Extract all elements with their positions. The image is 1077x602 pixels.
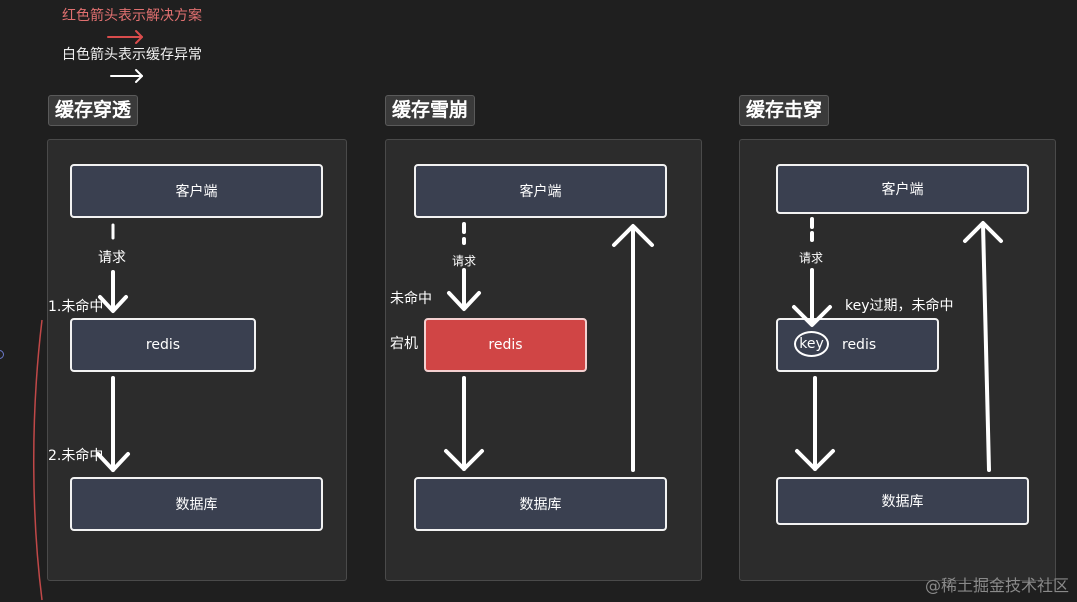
penetration-request-label: 请求 [98,250,126,266]
avalanche-database-label: 数据库 [519,497,562,513]
breakdown-database-label: 数据库 [881,494,924,510]
red-annotation-curve [32,319,43,601]
penetration-miss-arrow [96,376,130,472]
breakdown-redis-label: redis [842,337,877,353]
breakdown-database-node: 数据库 [776,477,1029,525]
penetration-request-arrow [98,223,128,313]
penetration-client-node: 客户端 [70,164,323,218]
penetration-database-node: 数据库 [70,477,323,531]
penetration-client-label: 客户端 [175,184,218,200]
penetration-miss1-label: 1.未命中 [48,299,104,315]
breakdown-client-label: 客户端 [881,182,924,198]
avalanche-database-node: 数据库 [414,477,667,531]
watermark: @稀土掘金技术社区 [924,576,1069,595]
title-cache-avalanche: 缓存雪崩 [385,95,476,126]
avalanche-return-arrow [612,224,654,472]
breakdown-client-node: 客户端 [776,164,1029,214]
avalanche-client-label: 客户端 [519,184,562,200]
avalanche-redis-node-down: redis [424,318,587,372]
avalanche-down-label: 宕机 [390,336,418,352]
avalanche-down-arrow [444,376,484,471]
breakdown-request-label: 请求 [799,251,824,265]
avalanche-request-label: 请求 [452,254,477,268]
avalanche-redis-label: redis [488,337,523,353]
legend-red-text: 红色箭头表示解决方案 [62,8,202,24]
breakdown-miss-arrow [795,376,835,471]
penetration-database-label: 数据库 [175,497,218,513]
avalanche-client-node: 客户端 [414,164,667,218]
penetration-miss2-label: 2.未命中 [48,448,104,464]
expired-key-badge: key [794,331,829,357]
avalanche-miss-label: 未命中 [390,291,432,307]
penetration-redis-node: redis [70,318,256,372]
title-cache-penetration: 缓存穿透 [48,95,139,126]
legend-white-arrow [110,69,143,83]
avalanche-request-arrow [447,222,481,311]
breakdown-redis-node: key redis [776,318,939,372]
breakdown-return-arrow [963,221,1003,472]
title-cache-breakdown: 缓存击穿 [739,95,830,126]
legend-red-arrow [107,30,143,44]
penetration-redis-label: redis [145,337,181,353]
breakdown-request-arrow [792,217,832,327]
breakdown-expired-label: key过期，未命中 [845,298,954,314]
legend-white-text: 白色箭头表示缓存异常 [62,47,202,63]
